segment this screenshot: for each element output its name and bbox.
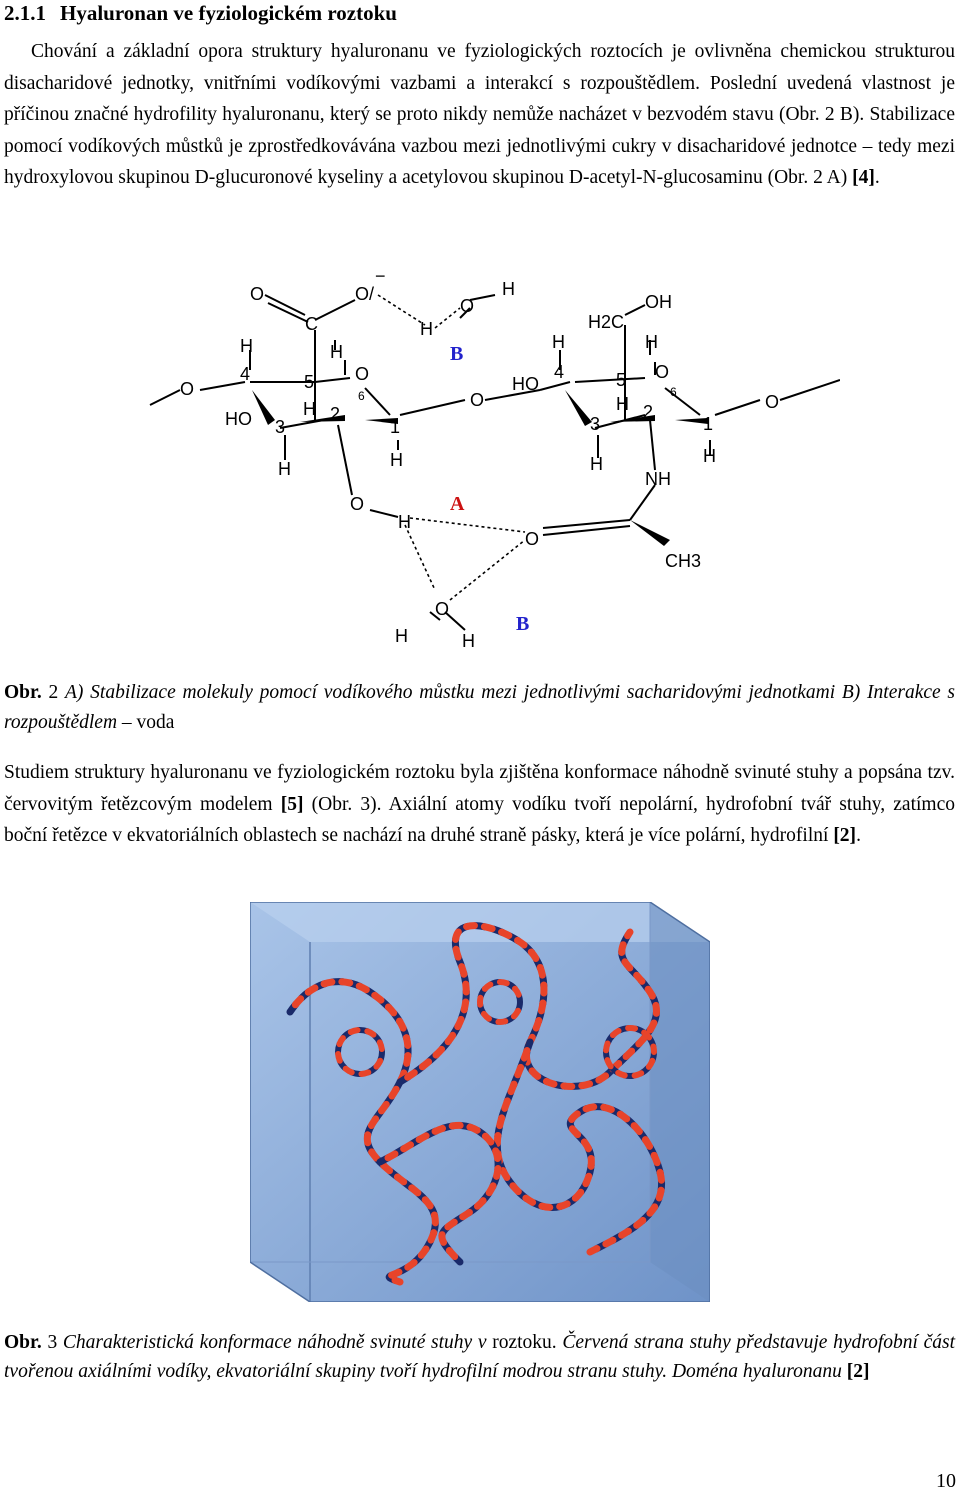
wedge-bonds <box>252 390 708 546</box>
label-b-bottom: B <box>516 613 529 635</box>
atom-label: H <box>645 332 658 352</box>
label-b-top: B <box>450 343 463 365</box>
atom-label: O <box>180 379 194 399</box>
atom-label: H <box>240 336 253 356</box>
caption-label: Obr. <box>4 682 42 703</box>
atom-label: O <box>355 364 369 384</box>
hydrogen-bonds <box>377 294 526 601</box>
bond-lines <box>149 294 840 631</box>
atom-label: 4 <box>240 364 250 384</box>
atom-label: H <box>330 342 343 362</box>
atom-label: 6 <box>670 385 677 399</box>
paragraph-end: . <box>856 825 861 847</box>
atom-label: 1 <box>703 414 713 434</box>
atom-label: H <box>278 459 291 479</box>
paragraph-hydrogen-bonds: Chování a základní opora struktury hyalu… <box>4 36 955 194</box>
caption-text-normal: roztoku. <box>492 1332 557 1353</box>
group-labels: B A B <box>450 343 529 635</box>
paragraph-conformation: Studiem struktury hyaluronanu ve fyziolo… <box>4 757 955 852</box>
ribbon-chain <box>286 922 665 1286</box>
paragraph-text: Studiem struktury hyaluronanu ve fyziolo… <box>4 762 955 815</box>
section-heading: 2.1.1 Hyaluronan ve fyziologickém roztoku <box>4 0 397 26</box>
citation-link[interactable]: [2] <box>846 1361 870 1382</box>
atom-label: 5 <box>616 370 626 390</box>
caption-number: 3 <box>47 1332 58 1353</box>
atom-label: O <box>460 296 474 316</box>
atom-label: 4 <box>554 362 564 382</box>
figure3-caption: Obr. 3 Charakteristická konformace náhod… <box>4 1328 955 1386</box>
caption-text-normal: – voda <box>121 712 175 733</box>
atom-label: 1 <box>390 417 400 437</box>
atom-label: C <box>305 314 318 334</box>
atom-label: H <box>590 454 603 474</box>
atom-label: O <box>250 284 264 304</box>
atom-label: O <box>435 599 449 619</box>
figure-random-coil-ribbon <box>250 902 710 1302</box>
atom-label: NH <box>645 469 671 489</box>
box <box>250 902 710 1302</box>
caption-text: Červená strana stuhy představuje hydrofo… <box>4 1332 956 1382</box>
atom-label: O <box>655 362 669 382</box>
caption-label: Obr. <box>4 1332 42 1353</box>
paragraph-end: . <box>874 167 880 189</box>
figure2-caption: Obr. 2 A) Stabilizace molekuly pomocí vo… <box>4 678 955 738</box>
citation-link[interactable]: [4] <box>852 167 875 189</box>
atom-label: CH3 <box>665 551 701 571</box>
atom-label: 3 <box>590 414 600 434</box>
atom-label: H <box>552 332 565 352</box>
atom-label: 2 <box>643 402 653 422</box>
page-number: 10 <box>936 1470 956 1492</box>
atom-label: H2C <box>588 312 624 332</box>
atom-label: H <box>420 319 433 339</box>
atom-label: 3 <box>275 417 285 437</box>
atom-label: 6 <box>358 389 365 403</box>
section-title: Hyaluronan ve fyziologickém roztoku <box>60 1 397 25</box>
atom-label: − <box>375 270 386 286</box>
caption-number: 2 <box>48 682 59 703</box>
caption-text: A) Stabilizace molekuly pomocí vodíkovéh… <box>4 682 955 733</box>
atom-label: OH <box>645 292 672 312</box>
atom-label: H <box>303 399 316 419</box>
atom-label: H <box>462 631 475 651</box>
section-number: 2.1.1 <box>4 1 46 25</box>
atom-label: H <box>390 450 403 470</box>
atom-label: O <box>525 529 539 549</box>
atom-label: H <box>703 446 716 466</box>
atom-label: HO <box>512 374 539 394</box>
atom-label: H <box>502 279 515 299</box>
atom-label: O <box>765 392 779 412</box>
paragraph-text: Chování a základní opora struktury hyalu… <box>4 41 955 189</box>
atom-label: HO <box>225 409 252 429</box>
atom-labels: O C O/ − H O H H 4 H 5 O 6 O HO 3 H 2 1 … <box>180 270 779 651</box>
atom-label: 5 <box>304 372 314 392</box>
atom-label: O <box>470 390 484 410</box>
citation-link[interactable]: [5] <box>280 793 304 815</box>
atom-label: O/ <box>355 284 374 304</box>
label-a: A <box>450 493 465 515</box>
paragraph-text: (Obr. 3). Axiální atomy vodíku tvoří nep… <box>4 793 955 847</box>
atom-label: H <box>398 512 411 532</box>
atom-label: 2 <box>330 404 340 424</box>
atom-label: O <box>350 494 364 514</box>
caption-text: Charakteristická konformace náhodně svin… <box>62 1332 487 1353</box>
citation-link[interactable]: [2] <box>833 825 857 847</box>
figure-hyaluronan-disaccharide-structure: O C O/ − H O H H 4 H 5 O 6 O HO 3 H 2 1 … <box>149 270 840 651</box>
atom-label: H <box>395 626 408 646</box>
atom-label: H <box>616 394 629 414</box>
